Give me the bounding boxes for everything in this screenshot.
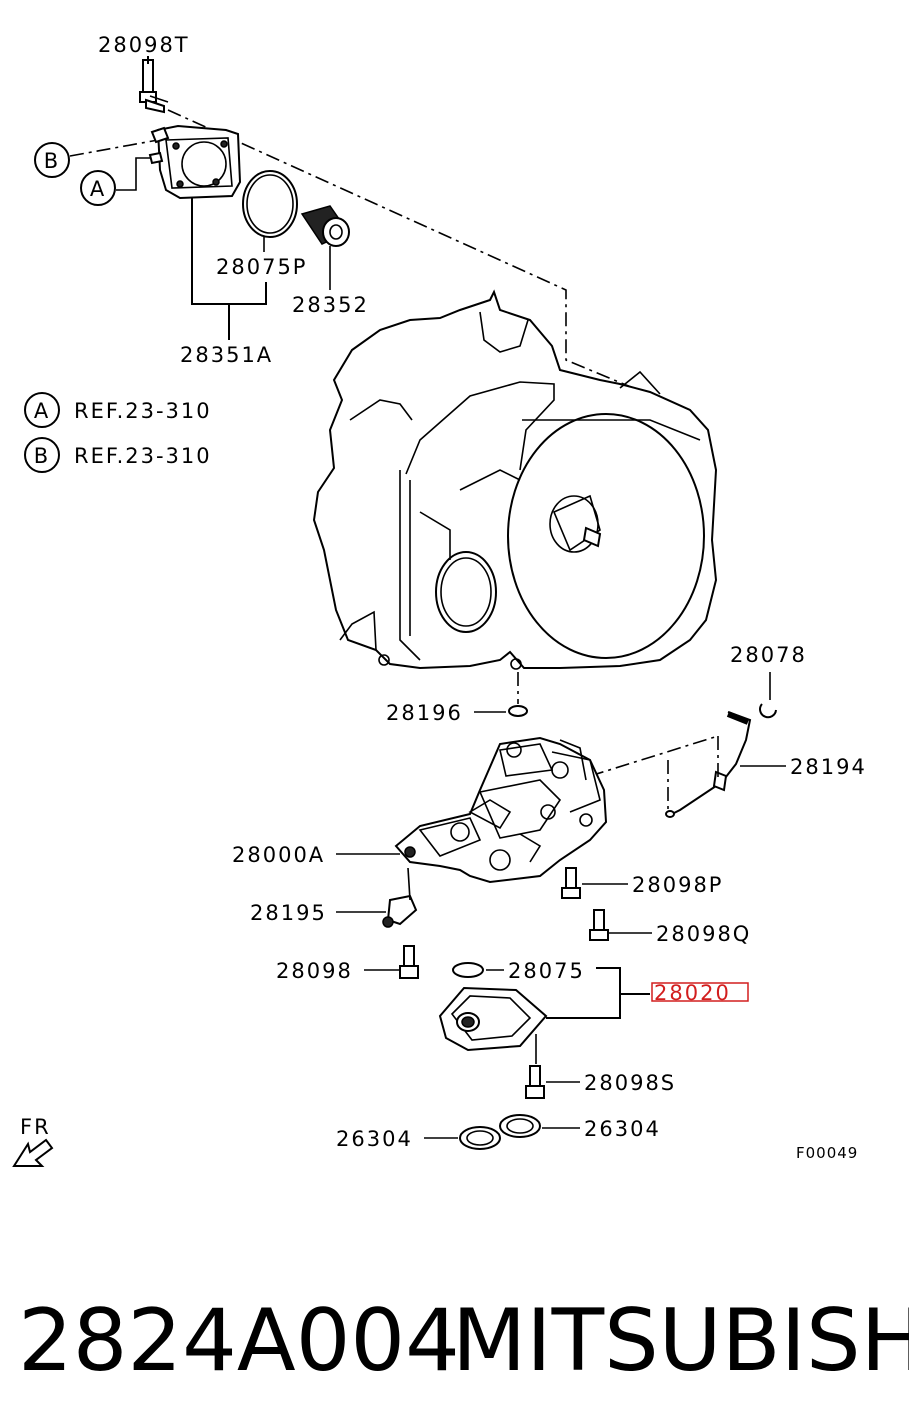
ref-legend-a: A REF.23-310	[24, 392, 212, 428]
bolt-28098p	[561, 867, 581, 899]
label-28020: 28020	[654, 981, 731, 1005]
label-28098s: 28098S	[584, 1071, 676, 1095]
label-28194: 28194	[790, 755, 867, 779]
rod-28194	[665, 711, 752, 818]
label-28078: 28078	[730, 643, 807, 667]
callout-b	[34, 142, 70, 178]
cooler-housing	[148, 124, 242, 200]
ref-b-text: REF.23-310	[74, 444, 212, 468]
plug-28196	[508, 705, 528, 717]
o-ring-28075p	[242, 170, 298, 238]
clip-28078	[759, 703, 777, 719]
bolt-28098	[399, 945, 419, 979]
label-28351a: 28351A	[180, 343, 273, 367]
bolt-28098s	[525, 1065, 545, 1099]
o-ring-28075	[452, 962, 484, 978]
strainer-28020	[438, 986, 548, 1052]
direction-label: FR	[20, 1115, 51, 1139]
bolt-28098q	[589, 909, 609, 941]
label-28075p: 28075P	[216, 255, 307, 279]
transmission-case	[312, 289, 718, 670]
bolt-28098t	[139, 59, 169, 114]
figure-code: F00049	[796, 1144, 858, 1162]
label-28098: 28098	[276, 959, 353, 983]
top-assembly: B A	[34, 56, 651, 396]
callout-a-letter: A	[90, 177, 106, 201]
label-28195: 28195	[250, 901, 327, 925]
ref-a-text: REF.23-310	[74, 399, 212, 423]
label-28098p: 28098P	[632, 873, 723, 897]
footer-part-number: 2824A004	[18, 1291, 460, 1391]
bracket-28195	[382, 867, 418, 928]
footer-brand: MITSUBISHI	[452, 1291, 909, 1391]
label-28196: 28196	[386, 701, 463, 725]
callout-a	[80, 170, 116, 206]
ref-a-letter: A	[34, 399, 50, 423]
ref-b-letter: B	[34, 444, 50, 468]
label-28352: 28352	[292, 293, 369, 317]
callout-b-letter: B	[44, 149, 60, 173]
highlight-box-28020	[651, 982, 749, 1002]
label-26304-right: 26304	[584, 1117, 661, 1141]
label-28000a: 28000A	[232, 843, 325, 867]
label-28098q: 28098Q	[656, 922, 751, 946]
front-arrow-icon	[12, 1138, 54, 1167]
ref-legend-b: B REF.23-310	[24, 437, 212, 473]
washer-26304-right	[499, 1114, 541, 1138]
valve-body-28000a	[394, 736, 608, 884]
filter-28352	[300, 205, 350, 247]
washer-26304-left	[459, 1126, 501, 1150]
label-28075: 28075	[508, 959, 585, 983]
label-26304-left: 26304	[336, 1127, 413, 1151]
label-28098t: 28098T	[98, 33, 190, 57]
